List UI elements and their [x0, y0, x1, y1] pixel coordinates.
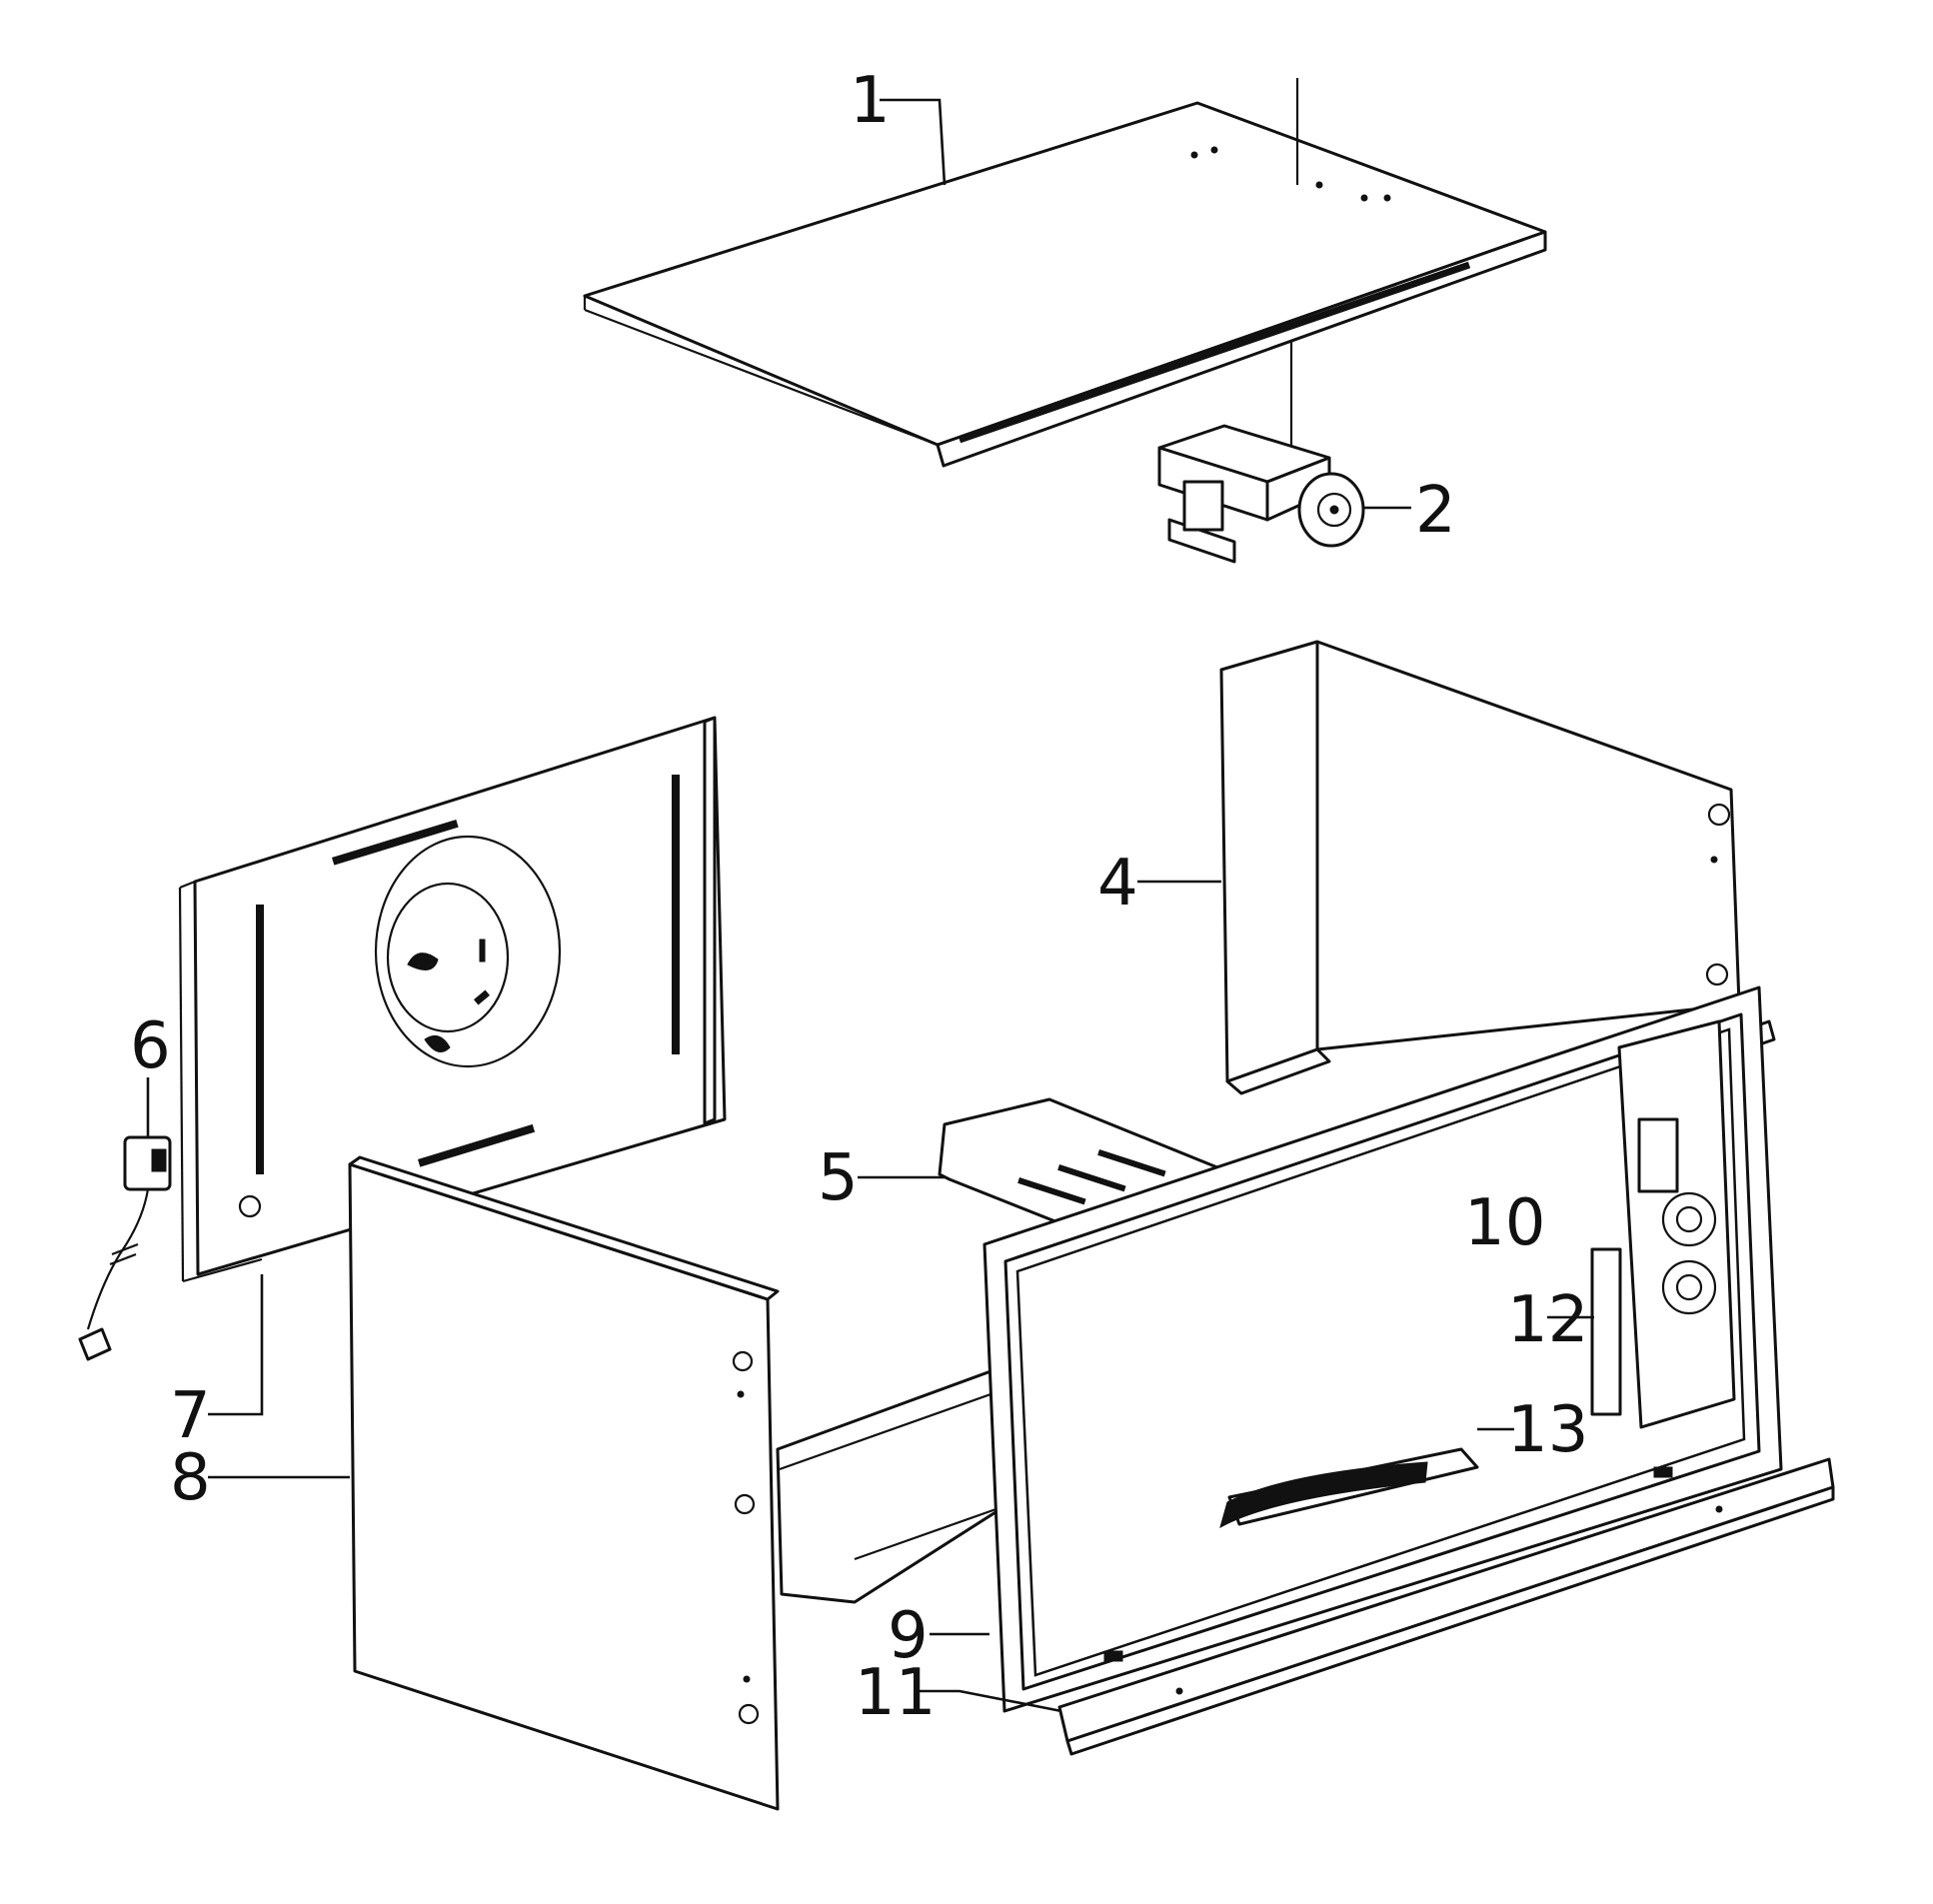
leader-1	[880, 98, 947, 186]
callout-12: 12	[1507, 1283, 1588, 1357]
callout-10: 10	[1464, 1186, 1545, 1260]
callout-4: 4	[1097, 847, 1138, 921]
side-panel-vents	[256, 775, 680, 1174]
callout-6: 6	[130, 1009, 171, 1083]
part-fan-motor	[1157, 424, 1365, 564]
part-left-side-panel	[178, 716, 727, 1283]
part-front-frame	[982, 985, 1783, 1713]
callout-2: 2	[1415, 474, 1456, 548]
part-power-connector	[78, 1135, 172, 1361]
part-heater-plate	[1219, 1447, 1479, 1529]
callout-9: 9	[888, 1599, 929, 1673]
part-top-cover	[583, 101, 1547, 468]
callout-11: 11	[855, 1656, 936, 1730]
part-bottom-front-rail	[1057, 1457, 1835, 1756]
callout-labels: 1 2 4 5 6 7 8 9 10 11 12 13	[130, 64, 1588, 1730]
callout-7: 7	[170, 1379, 211, 1453]
leader-lines	[146, 98, 1594, 1713]
callout-13: 13	[1507, 1393, 1588, 1467]
part-switch-box	[1590, 1019, 1736, 1429]
leader-11	[920, 1689, 1062, 1713]
part-rear-panel	[1219, 640, 1741, 1095]
callout-8: 8	[170, 1441, 211, 1515]
part-right-side-panel	[348, 1155, 780, 1811]
callout-5: 5	[818, 1141, 859, 1215]
callout-1: 1	[850, 64, 891, 138]
leader-7	[208, 1274, 264, 1416]
